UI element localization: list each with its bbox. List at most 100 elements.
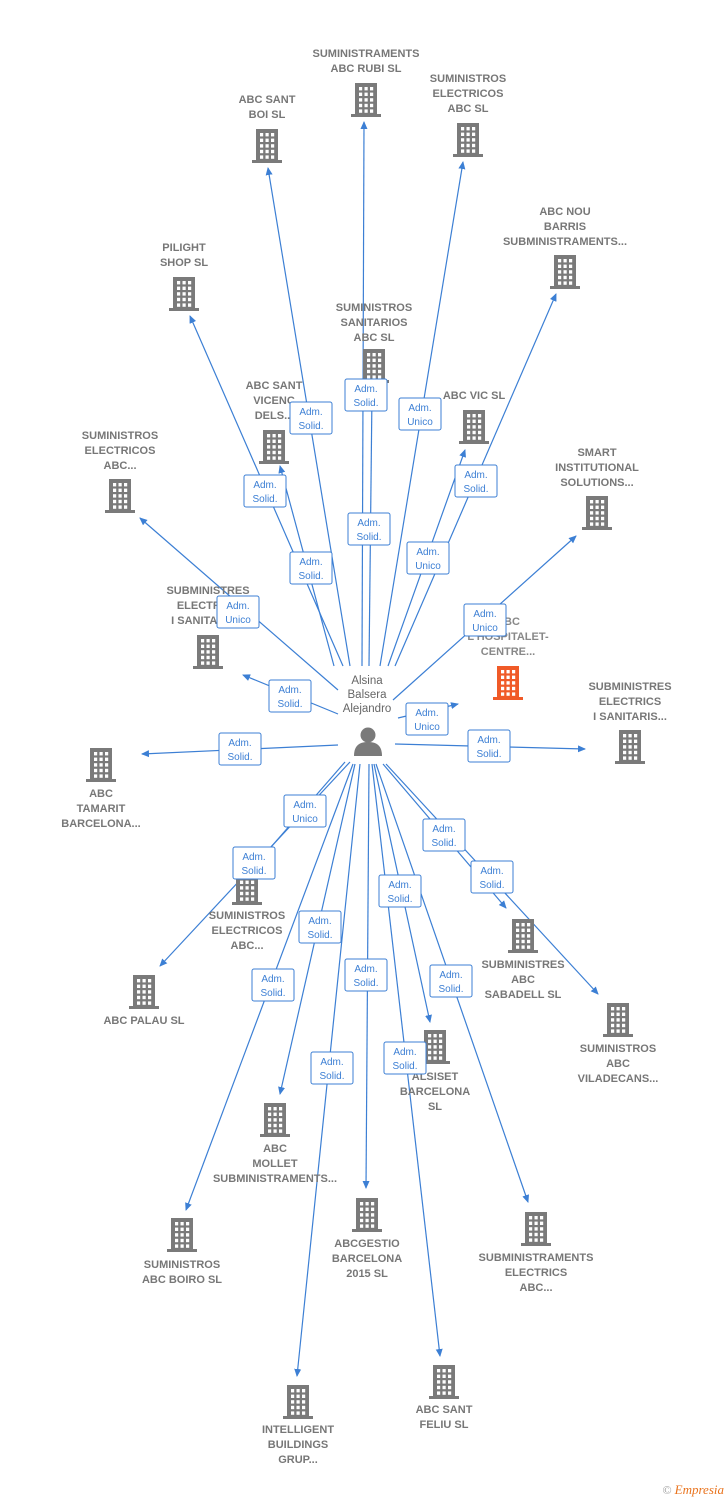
company-name-line: BARCELONA... xyxy=(61,818,140,830)
company-name-line: ABC SL xyxy=(354,332,395,344)
role-text: Solid. xyxy=(227,752,252,763)
company-name-line: ABC xyxy=(606,1058,630,1070)
role-text: Adm. xyxy=(415,708,438,719)
company-name-line: MOLLET xyxy=(252,1158,297,1170)
company-node-smart[interactable]: SMARTINSTITUTIONALSOLUTIONS... xyxy=(555,447,639,530)
building-icon xyxy=(86,748,116,782)
building-icon xyxy=(259,430,289,464)
company-name-line: ELECTRICS xyxy=(505,1267,567,1279)
role-text: Solid. xyxy=(353,398,378,409)
building-icon xyxy=(283,1385,313,1419)
role-text: Adm. xyxy=(354,964,377,975)
role-text: Adm. xyxy=(320,1057,343,1068)
role-badge: Adm.Solid. xyxy=(454,464,498,498)
role-text: Solid. xyxy=(307,930,332,941)
company-node-tamarit[interactable]: ABCTAMARITBARCELONA... xyxy=(61,748,141,830)
role-badge: Adm.Solid. xyxy=(344,378,388,412)
building-icon xyxy=(429,1365,459,1399)
role-text: Solid. xyxy=(479,880,504,891)
building-icon xyxy=(550,255,580,289)
role-text: Adm. xyxy=(477,735,500,746)
building-icon xyxy=(167,1218,197,1252)
role-text: Solid. xyxy=(356,532,381,543)
company-name-line: ABC xyxy=(511,974,535,986)
role-text: Unico xyxy=(407,417,433,428)
company-node-mollet[interactable]: ABCMOLLETSUBMINISTRAMENTS... xyxy=(213,1103,337,1185)
company-node-palau[interactable]: ABC PALAU SL xyxy=(103,975,185,1027)
company-name-line: INTELLIGENT xyxy=(262,1424,334,1436)
company-node-electricos2[interactable]: SUMINISTROSELECTRICOSABC... xyxy=(82,430,158,513)
company-name-line: DELS... xyxy=(255,410,294,422)
company-name-line: SUBMINISTRES xyxy=(166,585,249,597)
company-name-line: CENTRE... xyxy=(481,646,535,658)
company-name-line: ABC RUBI SL xyxy=(331,63,402,75)
role-text: Adm. xyxy=(293,800,316,811)
role-badge: Adm.Solid. xyxy=(289,401,333,435)
company-name-line: FELIU SL xyxy=(420,1419,469,1431)
company-node-intelligent[interactable]: INTELLIGENTBUILDINGSGRUP... xyxy=(262,1385,334,1466)
company-name-line: SMART xyxy=(577,447,616,459)
role-text: Adm. xyxy=(299,407,322,418)
role-text: Solid. xyxy=(298,571,323,582)
building-icon xyxy=(129,975,159,1009)
person-name-line-1: Alsina xyxy=(351,675,383,687)
role-badge: Adm.Unico xyxy=(216,595,260,629)
role-text: Adm. xyxy=(253,480,276,491)
company-name-line: SUMINISTROS xyxy=(430,73,506,85)
role-badge: Adm.Unico xyxy=(406,541,450,575)
company-name-line: ABC xyxy=(263,1143,287,1155)
company-name-line: SUMINISTROS xyxy=(82,430,158,442)
company-node-subministraments[interactable]: SUBMINISTRAMENTSELECTRICSABC... xyxy=(479,1212,594,1294)
company-name-line: ABC VIC SL xyxy=(443,390,506,402)
building-icon xyxy=(260,1103,290,1137)
role-text: Adm. xyxy=(464,470,487,481)
company-node-nou_barris[interactable]: ABC NOUBARRISSUBMINISTRAMENTS... xyxy=(503,206,627,289)
company-name-line: SHOP SL xyxy=(160,257,208,269)
company-name-line: INSTITUTIONAL xyxy=(555,462,639,474)
role-text: Adm. xyxy=(432,824,455,835)
company-name-line: ELECTRICOS xyxy=(85,445,156,457)
building-icon xyxy=(603,1003,633,1037)
role-text: Solid. xyxy=(353,978,378,989)
role-text: Adm. xyxy=(393,1047,416,1058)
role-badge: Adm.Solid. xyxy=(232,846,276,880)
building-icon xyxy=(359,349,389,383)
company-name-line: VICENC xyxy=(253,395,295,407)
role-badge: Adm.Solid. xyxy=(467,729,511,763)
person-name-line-2: Balsera xyxy=(348,689,388,701)
company-name-line: ABC... xyxy=(520,1282,553,1294)
company-name-line: ABC NOU xyxy=(539,206,590,218)
company-name-line: BARCELONA xyxy=(332,1253,402,1265)
company-name-line: ABC PALAU SL xyxy=(103,1015,184,1027)
building-icon xyxy=(169,277,199,311)
company-name-line: SABADELL SL xyxy=(485,989,562,1001)
building-icon xyxy=(582,496,612,530)
role-badge: Adm.Solid. xyxy=(268,679,312,713)
person-node[interactable]: Alsina Balsera Alejandro xyxy=(343,675,392,756)
company-node-electricos3[interactable]: SUMINISTROSELECTRICOSABC... xyxy=(209,871,285,952)
building-icon xyxy=(193,635,223,669)
role-text: Solid. xyxy=(431,838,456,849)
role-text: Solid. xyxy=(260,988,285,999)
company-name-line: SANITARIOS xyxy=(340,317,407,329)
company-node-vic[interactable]: ABC VIC SL xyxy=(443,390,506,444)
company-name-line: SUBMINISTRES xyxy=(588,681,671,693)
company-node-sant_vicenc[interactable]: ABC SANTVICENCDELS... xyxy=(246,380,303,464)
building-icon xyxy=(105,479,135,513)
company-name-line: SUMINISTROS xyxy=(209,910,285,922)
role-text: Unico xyxy=(415,561,441,572)
role-badge: Adm. Solid. xyxy=(422,818,466,852)
company-name-line: VILADECANS... xyxy=(578,1073,659,1085)
company-node-viladecans[interactable]: SUMINISTROSABCVILADECANS... xyxy=(578,1003,659,1085)
